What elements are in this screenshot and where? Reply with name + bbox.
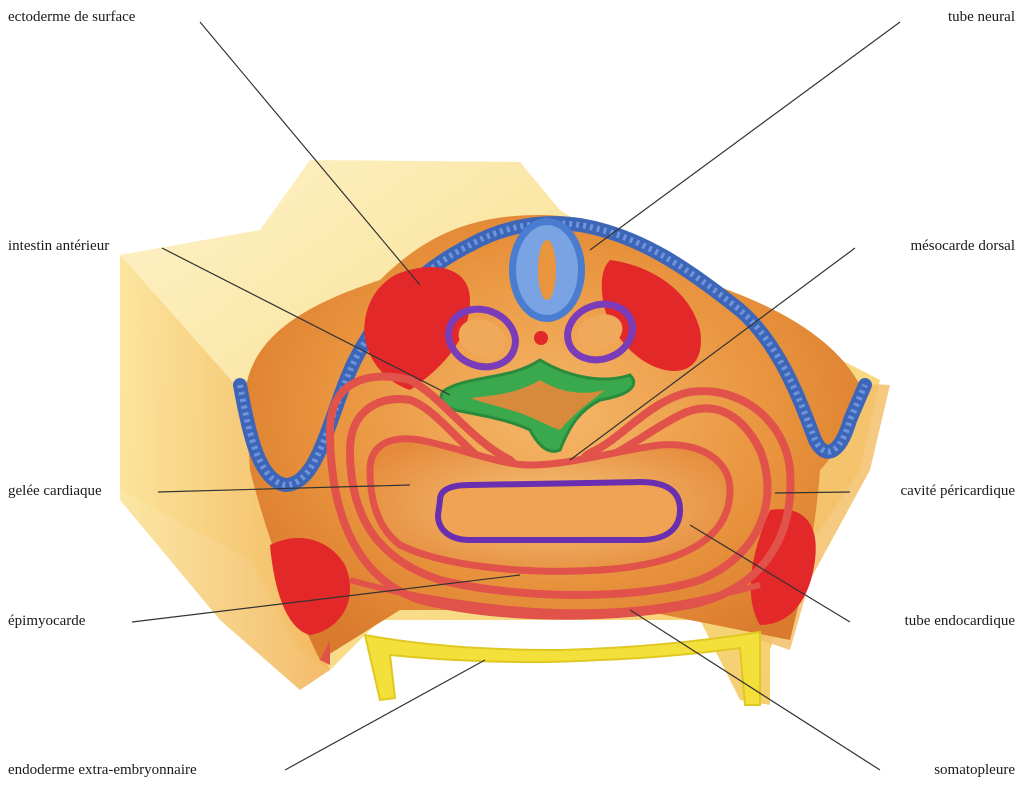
label-endoderme-extra-embryonnaire: endoderme extra-embryonnaire <box>8 761 197 779</box>
neural-tube <box>509 218 585 322</box>
label-cavite-pericardique: cavité péricardique <box>900 482 1015 500</box>
label-ectoderme-de-surface: ectoderme de surface <box>8 8 135 26</box>
label-somatopleure: somatopleure <box>934 761 1015 779</box>
endocardial-tube <box>438 482 680 540</box>
label-epimyocarde: épimyocarde <box>8 612 85 630</box>
notochord <box>534 331 548 345</box>
label-tube-neural: tube neural <box>948 8 1015 26</box>
label-intestin-anterieur: intestin antérieur <box>8 237 109 255</box>
label-tube-endocardique: tube endocardique <box>905 612 1015 630</box>
label-mesocarde-dorsal: mésocarde dorsal <box>910 237 1015 255</box>
label-gelee-cardiaque: gelée cardiaque <box>8 482 102 500</box>
extra-embryonic-endoderm <box>320 632 760 705</box>
leader-tube-neural <box>590 22 900 250</box>
